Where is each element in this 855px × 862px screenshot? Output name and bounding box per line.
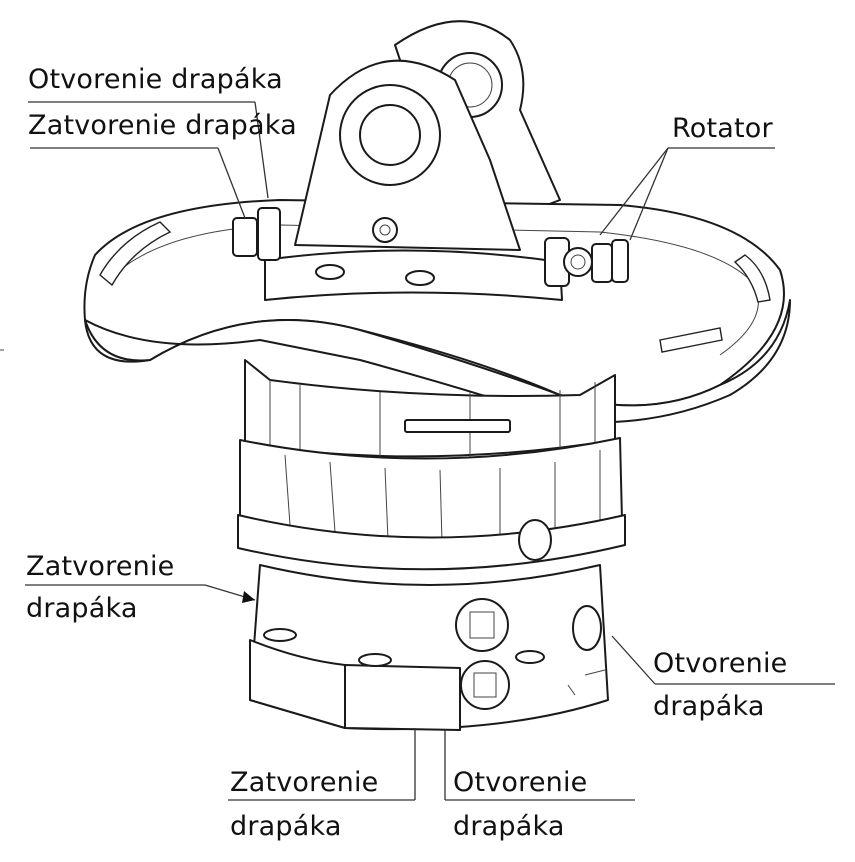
left-fittings [232,207,281,261]
label-bottom-close-line1: Zatvorenie [230,767,379,798]
right-fittings [544,237,629,287]
leader-lines [25,101,835,801]
flange [237,514,626,571]
label-right-open-line2: drapáka [653,691,765,722]
label-bottom-open-line1: Otvorenie [453,767,588,798]
label-bottom-close-line2: drapáka [230,811,342,842]
label-bottom-open-line2: drapáka [453,811,565,842]
label-left-close-line2: drapáka [26,593,138,624]
lower-block [249,564,609,731]
label-top-open: Otvorenie drapáka [28,64,283,95]
label-left-close-line1: Zatvorenie [26,551,175,582]
label-top-close: Zatvorenie drapáka [28,110,297,141]
label-right-open-line1: Otvorenie [653,648,788,679]
swivel-housing [264,249,563,301]
label-rotator: Rotator [672,113,773,144]
lifting-lug-front [294,59,521,251]
